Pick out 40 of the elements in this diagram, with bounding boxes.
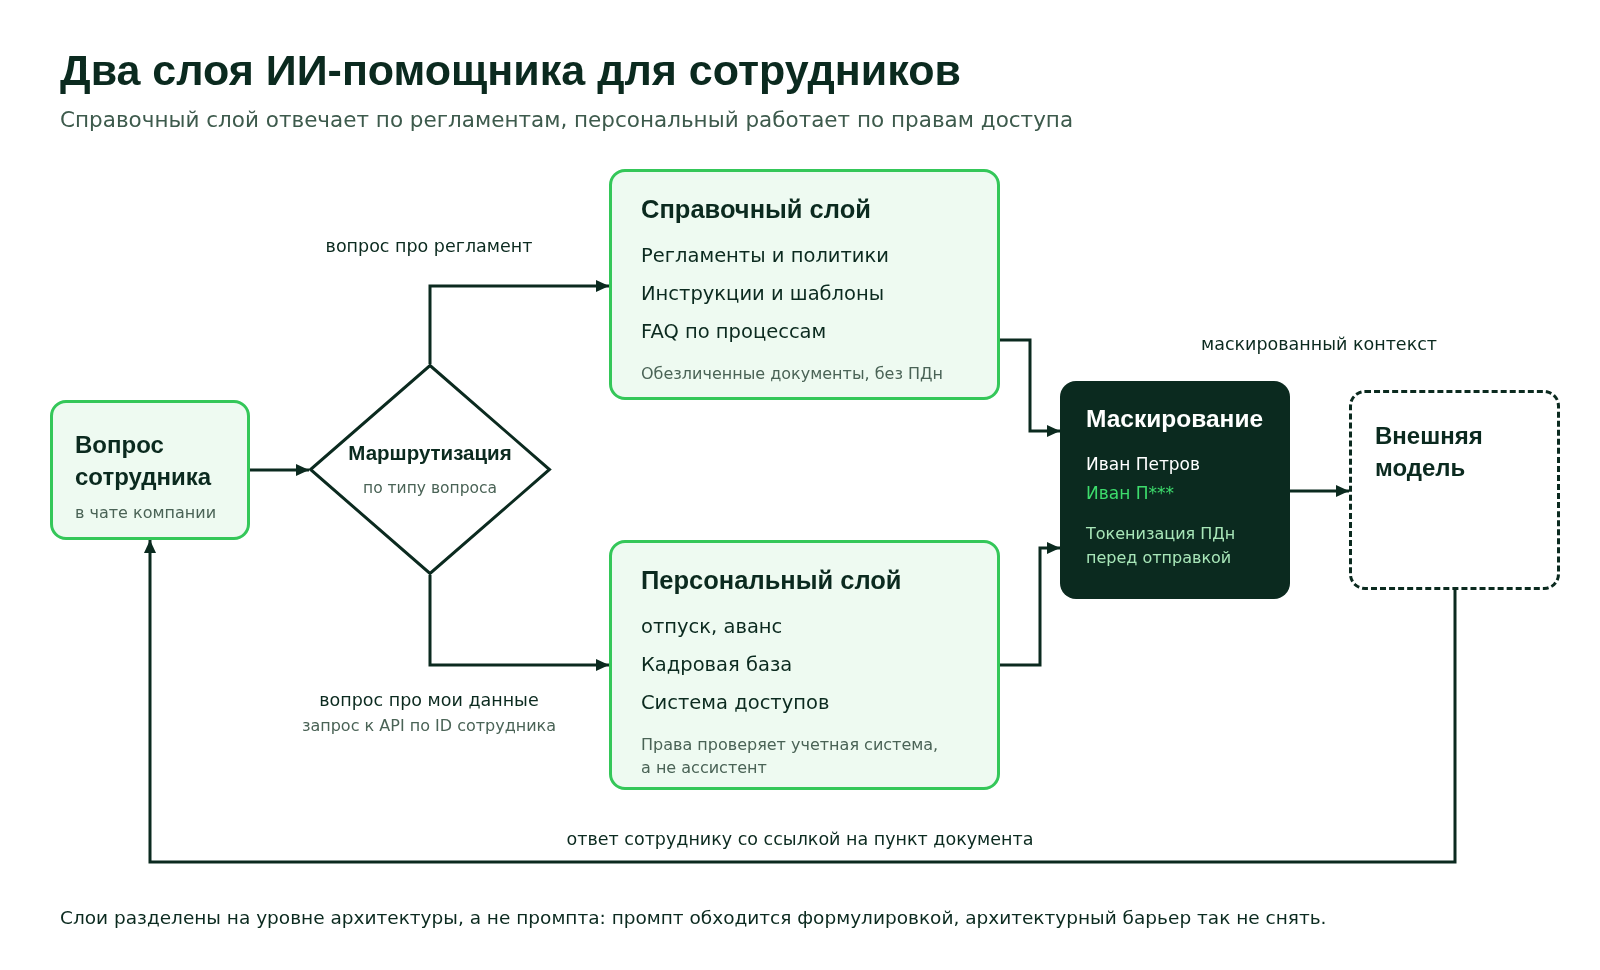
edge-label: вопрос про мои данные xyxy=(319,689,539,711)
flow-label: маскированный контекст xyxy=(1201,333,1437,355)
example-name: Иван Петров xyxy=(1086,453,1201,476)
node-title: Маршрутизация xyxy=(348,440,512,466)
title: Два слоя ИИ-помощника для сотрудников xyxy=(60,45,961,96)
arrow xyxy=(1000,338,1060,437)
node-note: Токенизация ПДн перед отправкой xyxy=(1086,523,1237,569)
list-item: Кадровая база xyxy=(641,652,793,678)
process-box xyxy=(609,540,1000,790)
list-item: отпуск, аванс xyxy=(641,614,783,640)
node-note: Права проверяет учетная система, а не ассистент xyxy=(641,734,940,779)
edge-sublabel: запрос к API по ID сотрудника xyxy=(301,715,557,737)
arrow xyxy=(144,540,1457,864)
dashed-box xyxy=(1349,390,1560,590)
arrow xyxy=(250,464,309,476)
node-note: Обезличенные документы, без ПДн xyxy=(641,363,943,385)
list-item: Система доступов xyxy=(641,690,830,716)
process-box xyxy=(50,400,250,540)
masked-name: Иван П*** xyxy=(1086,482,1174,505)
node-title: Внешняя модель xyxy=(1375,421,1484,483)
edge-label: вопрос про регламент xyxy=(325,235,533,257)
arrow xyxy=(428,280,609,364)
list-item: Регламенты и политики xyxy=(641,243,889,269)
edge-label: ответ сотруднику со ссылкой на пункт документа xyxy=(566,828,1034,850)
subtitle: Справочный слой отвечает по регламентам, персональный работает по правам доступа xyxy=(60,106,1074,134)
arrow xyxy=(1000,542,1060,667)
node-note: по типу вопроса xyxy=(363,478,497,499)
process-box xyxy=(609,169,1000,400)
list-item: FAQ по процессам xyxy=(641,319,827,345)
node-title: Маскирование xyxy=(1086,404,1264,434)
node-title: Персональный слой xyxy=(641,565,902,596)
node-title: Справочный слой xyxy=(641,194,871,225)
arrow xyxy=(428,575,609,671)
list-item: Инструкции и шаблоны xyxy=(641,281,885,307)
caption: Слои разделены на уровне архитектуры, а не промпта: промпт обходится формулировкой, архитектурный барьер так не снять. xyxy=(60,906,1327,930)
node-note: в чате компании xyxy=(75,502,217,524)
process-box xyxy=(1060,381,1290,599)
arrow xyxy=(1290,485,1349,497)
node-title: Вопрос сотрудника xyxy=(75,430,213,492)
decision-diamond xyxy=(309,364,551,575)
